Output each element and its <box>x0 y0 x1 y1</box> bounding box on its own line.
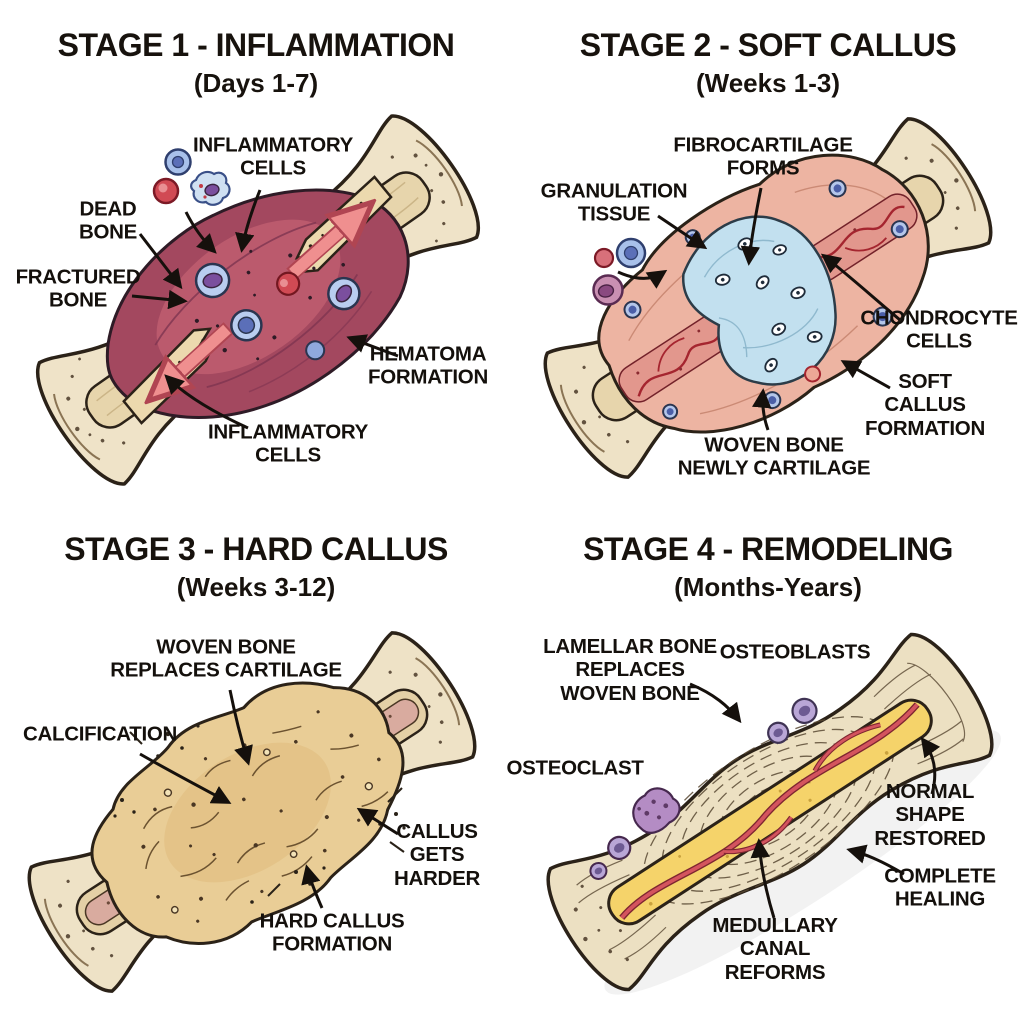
arrow-hard-callus <box>301 864 324 909</box>
stage4-illustration <box>546 632 1001 995</box>
stage4-panel: STAGE 4 - REMODELING (Months-Years) LAME… <box>506 512 1024 1024</box>
arrow-callus-harder <box>356 807 399 836</box>
arrow-hematoma <box>346 334 399 358</box>
stage3-subtitle: (Weeks 3-12) <box>176 572 336 602</box>
label-hard-callus-formation: HARD CALLUS FORMATION <box>259 909 405 956</box>
arrow-woven-bone <box>751 388 772 431</box>
medullary-canal-window <box>607 698 933 926</box>
arrow-dead-bone <box>138 233 183 290</box>
arrow-medullary-canal <box>750 838 776 919</box>
stage3-title: STAGE 3 - HARD CALLUS <box>64 531 448 567</box>
label-normal-shape-restored: NORMAL SHAPE RESTORED <box>874 779 986 850</box>
label-granulation-tissue: GRANULATION TISSUE <box>540 179 688 226</box>
stage2-bone <box>543 117 993 479</box>
arrow-fibrocartilage <box>740 187 763 266</box>
stage3-leader-arrows <box>139 689 399 909</box>
hard-callus <box>90 681 405 945</box>
label-chondrocyte-cells: CHONDROCYTE CELLS <box>860 306 1018 353</box>
stage2-subtitle: (Weeks 1-3) <box>695 68 841 98</box>
stage1-illustration <box>36 114 480 486</box>
stage2-title: STAGE 2 - SOFT CALLUS <box>579 27 957 63</box>
stage4-subtitle: (Months-Years) <box>674 572 862 602</box>
stage2-leader-arrows <box>617 187 901 431</box>
arrow-complete-healing <box>846 844 905 876</box>
arrow-calcification <box>139 752 232 804</box>
stage3-illustration <box>27 631 477 993</box>
label-hematoma-formation: HEMATOMA FORMATION <box>368 342 488 389</box>
label-fibrocartilage-forms: FIBROCARTILAGE FORMS <box>673 133 853 180</box>
stage2-panel: STAGE 2 - SOFT CALLUS (Weeks 1-3) FIBROC… <box>512 0 1024 512</box>
arrow-lamellar-bone <box>689 682 742 724</box>
displacement-arrow-right <box>289 210 370 278</box>
arrow-granulation <box>657 214 708 250</box>
floating-inflammatory-cells <box>152 148 231 206</box>
arrow-inflammatory-cells-top <box>235 189 262 253</box>
arrow-fractured-bone <box>131 289 188 310</box>
label-inflammatory-cells-top: INFLAMMATORY CELLS <box>193 133 353 180</box>
stage4-title: STAGE 4 - REMODELING <box>583 531 953 567</box>
label-complete-healing: COMPLETE HEALING <box>884 864 996 911</box>
label-medullary-canal-reforms: MEDULLARY CANAL REFORMS <box>712 913 838 984</box>
stage3-panel: STAGE 3 - HARD CALLUS (Weeks 3-12) WOVEN… <box>0 512 512 1024</box>
osteoclast-cells <box>589 787 681 880</box>
label-callus-gets-harder: CALLUS GETS HARDER <box>394 819 480 890</box>
arrow-from-floating-cells <box>184 211 217 254</box>
stage3-bone <box>27 631 477 993</box>
stage1-leader-arrows <box>131 189 399 430</box>
label-inflammatory-cells-bottom: INFLAMMATORY CELLS <box>208 420 368 467</box>
label-woven-bone-newly-cartilage: WOVEN BONE NEWLY CARTILAGE <box>677 433 871 480</box>
bone-end-texture <box>66 153 446 445</box>
arrow-soft-callus <box>840 360 891 390</box>
label-lamellar-bone: LAMELLAR BONE REPLACES WOVEN BONE <box>543 634 717 705</box>
label-woven-bone-replaces-cartilage: WOVEN BONE REPLACES CARTILAGE <box>110 635 342 682</box>
arrow-from-floating-cells <box>617 269 668 289</box>
inflammatory-cells-in-hematoma <box>194 249 361 361</box>
stage1-subtitle: (Days 1-7) <box>193 68 319 98</box>
label-osteoblasts: OSTEOBLASTS <box>719 640 871 664</box>
arrow-inflammatory-cells-bottom <box>164 374 249 430</box>
fibrocartilage-patch <box>682 215 837 386</box>
stage2-illustration <box>543 117 993 479</box>
label-soft-callus-formation: SOFT CALLUS FORMATION <box>865 369 985 440</box>
label-osteoclast: OSTEOCLAST <box>506 756 644 780</box>
label-dead-bone: DEAD BONE <box>78 197 138 244</box>
label-fractured-bone: FRACTURED BONE <box>15 265 141 312</box>
stage4-leader-arrows <box>689 682 941 919</box>
cartilage-cells <box>714 237 823 373</box>
stage4-bone <box>546 632 1001 995</box>
label-calcification: CALCIFICATION <box>22 722 178 746</box>
stage1-title: STAGE 1 - INFLAMMATION <box>57 27 455 63</box>
osteoblast-cells <box>767 697 818 744</box>
arrow-normal-shape <box>920 736 941 795</box>
arrow-woven-bone-replaces <box>228 689 253 766</box>
floating-granulation-cells <box>592 237 647 306</box>
stage1-panel: STAGE 1 - INFLAMMATION (Days 1-7) INFLAM… <box>0 0 512 512</box>
arrow-chondrocyte <box>820 253 901 322</box>
